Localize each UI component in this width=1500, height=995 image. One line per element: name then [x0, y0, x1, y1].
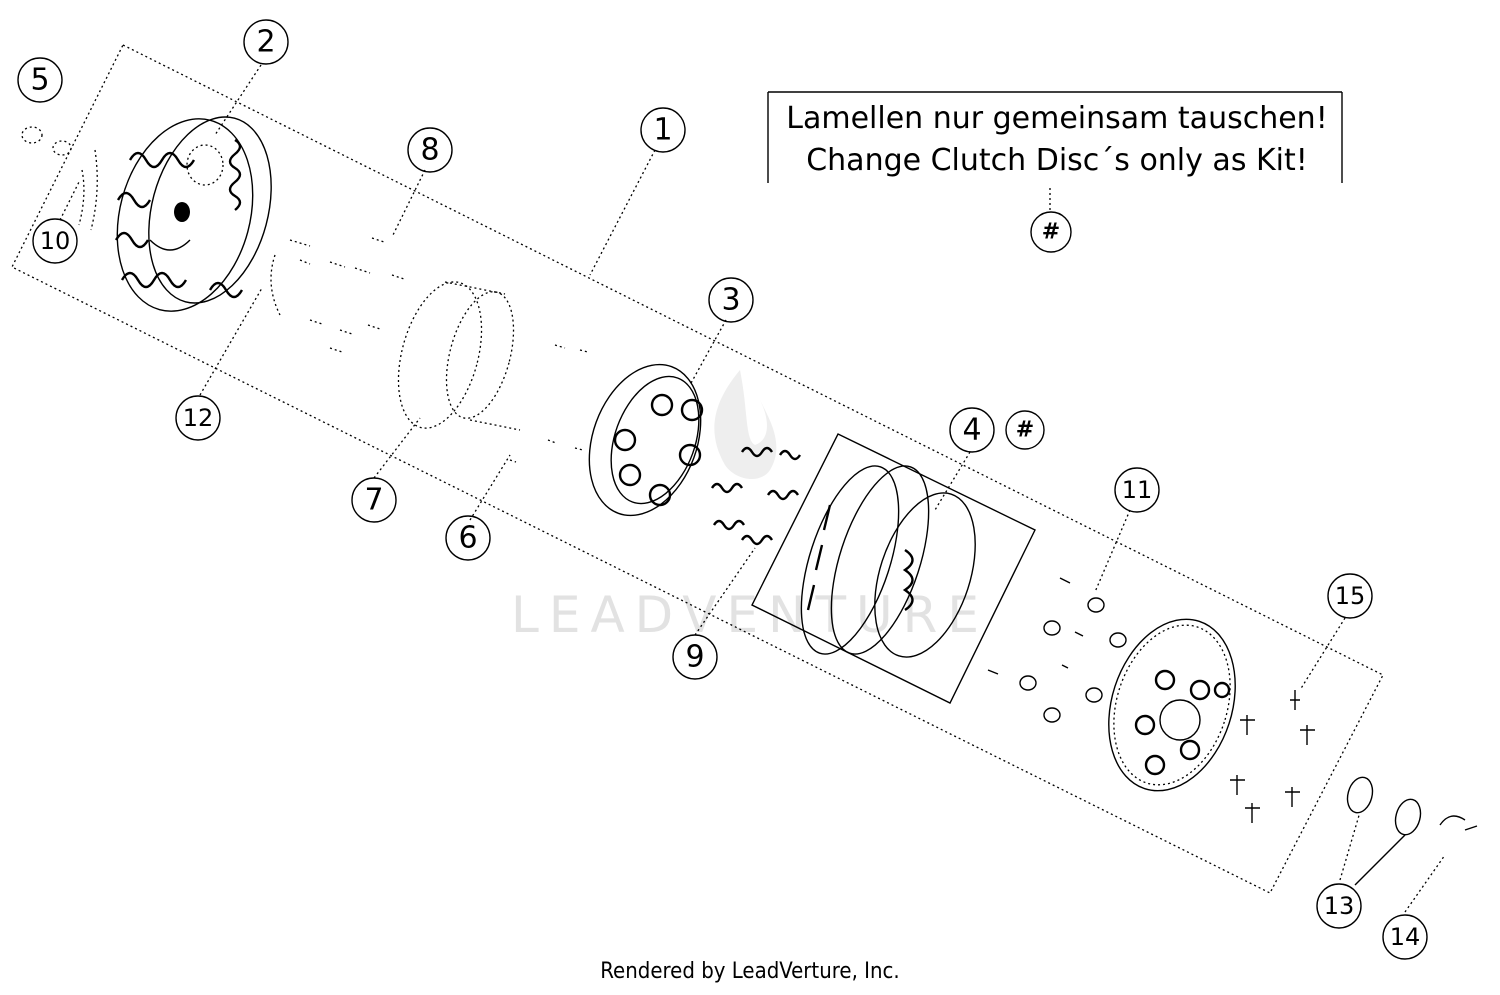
callout-3: 3 — [708, 277, 754, 323]
callout-14: 14 — [1382, 914, 1428, 960]
callout-2: 2 — [243, 19, 289, 65]
note-line-german: Lamellen nur gemeinsam tauschen! — [786, 101, 1327, 136]
clutch-basket-drawing — [114, 116, 272, 312]
note-line-english: Change Clutch Disc´s only as Kit! — [806, 143, 1308, 178]
footer-credit: Rendered by LeadVerture, Inc. — [600, 959, 899, 984]
flame-logo-icon — [714, 370, 777, 480]
callout-4: 4 — [949, 407, 995, 453]
svg-text:6: 6 — [458, 521, 477, 556]
svg-text:8: 8 — [420, 133, 439, 168]
screws-drawing — [1230, 690, 1315, 823]
svg-text:15: 15 — [1335, 582, 1366, 610]
callout-10: 10 — [32, 218, 78, 264]
spring-bolts-drawing — [987, 577, 1127, 723]
clutch-springs-drawing — [710, 446, 802, 546]
leader-lines — [59, 64, 1446, 913]
svg-text:9: 9 — [685, 640, 704, 675]
watermark-text: LEADVENTURE — [511, 586, 989, 644]
callout-12: 12 — [175, 395, 221, 441]
svg-text:#: # — [1042, 220, 1060, 245]
washer-parts-drawing — [21, 126, 98, 231]
watermark: LEADVENTURE — [511, 370, 989, 644]
svg-text:4: 4 — [962, 413, 981, 448]
callout-4-kit-marker: # — [1005, 410, 1045, 450]
callout-13: 13 — [1316, 883, 1362, 929]
svg-text:11: 11 — [1122, 476, 1153, 504]
callout-11: 11 — [1114, 467, 1160, 513]
svg-text:7: 7 — [364, 483, 383, 518]
svg-text:3: 3 — [721, 283, 740, 318]
svg-text:1: 1 — [653, 113, 672, 148]
svg-text:2: 2 — [256, 25, 275, 60]
pressure-plate-drawing — [1108, 618, 1236, 792]
note-kit-marker: # — [1030, 211, 1072, 253]
clutch-discs-drawing — [800, 465, 976, 658]
inner-clutch-hub-drawing — [588, 363, 704, 517]
needle-bearing-drawing — [270, 237, 405, 353]
washer-nut-drawing — [1346, 776, 1478, 836]
callout-8: 8 — [407, 127, 453, 173]
callout-1: 1 — [640, 107, 686, 153]
thrust-washer-drawing — [509, 344, 589, 463]
clutch-disc-kit-frame — [751, 433, 1036, 704]
bushing-drawing — [397, 281, 521, 431]
svg-text:10: 10 — [40, 227, 71, 255]
note-box: Lamellen nur gemeinsam tauschen! Change … — [767, 91, 1343, 183]
svg-text:13: 13 — [1324, 892, 1355, 920]
svg-text:#: # — [1016, 418, 1034, 443]
svg-text:5: 5 — [30, 63, 49, 98]
callout-5: 5 — [17, 57, 63, 103]
svg-text:12: 12 — [183, 404, 214, 432]
callout-9: 9 — [672, 634, 718, 680]
callout-15: 15 — [1327, 573, 1373, 619]
svg-text:14: 14 — [1390, 923, 1421, 951]
callout-7: 7 — [351, 477, 397, 523]
callout-6: 6 — [445, 515, 491, 561]
